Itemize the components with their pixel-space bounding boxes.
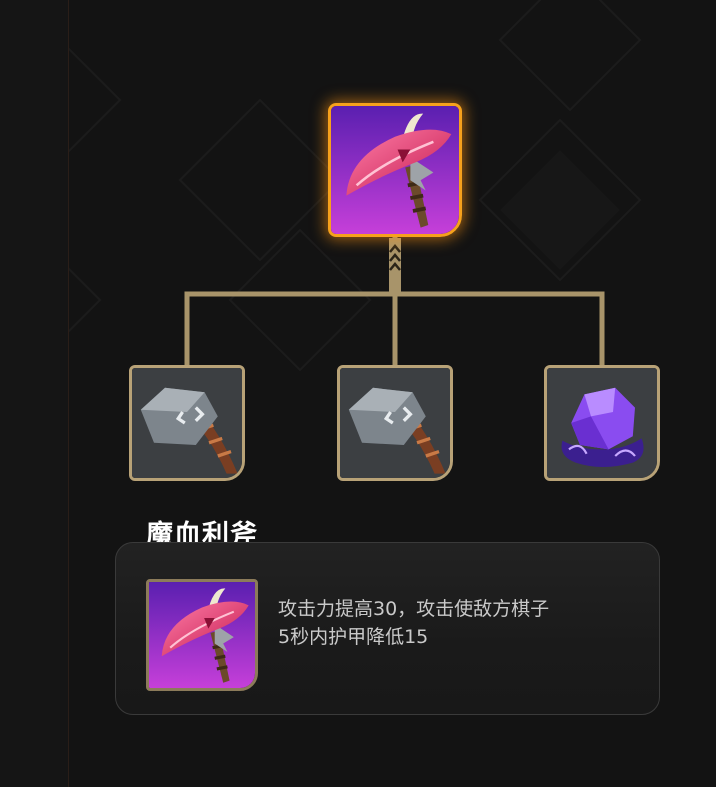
crimson-axe-icon xyxy=(331,106,459,234)
purple-crystal-icon xyxy=(547,368,657,478)
result-item-slot[interactable] xyxy=(328,103,462,237)
left-side-panel xyxy=(0,0,69,787)
component-item-slot-3[interactable] xyxy=(544,365,660,481)
item-description-line-1: 攻击力提高30，攻击使敌方棋子 xyxy=(278,598,550,620)
stone-hammer-icon xyxy=(132,368,242,478)
item-description-line-2: 5秒内护甲降低15 xyxy=(278,626,429,648)
crimson-axe-icon xyxy=(149,582,255,688)
item-description: 攻击力提高30，攻击使敌方棋子 5秒内护甲降低15 xyxy=(278,595,648,651)
component-item-slot-2[interactable] xyxy=(337,365,453,481)
component-item-slot-1[interactable] xyxy=(129,365,245,481)
stone-hammer-icon xyxy=(340,368,450,478)
item-description-panel: 攻击力提高30，攻击使敌方棋子 5秒内护甲降低15 xyxy=(115,542,660,715)
detail-item-slot xyxy=(146,579,258,691)
